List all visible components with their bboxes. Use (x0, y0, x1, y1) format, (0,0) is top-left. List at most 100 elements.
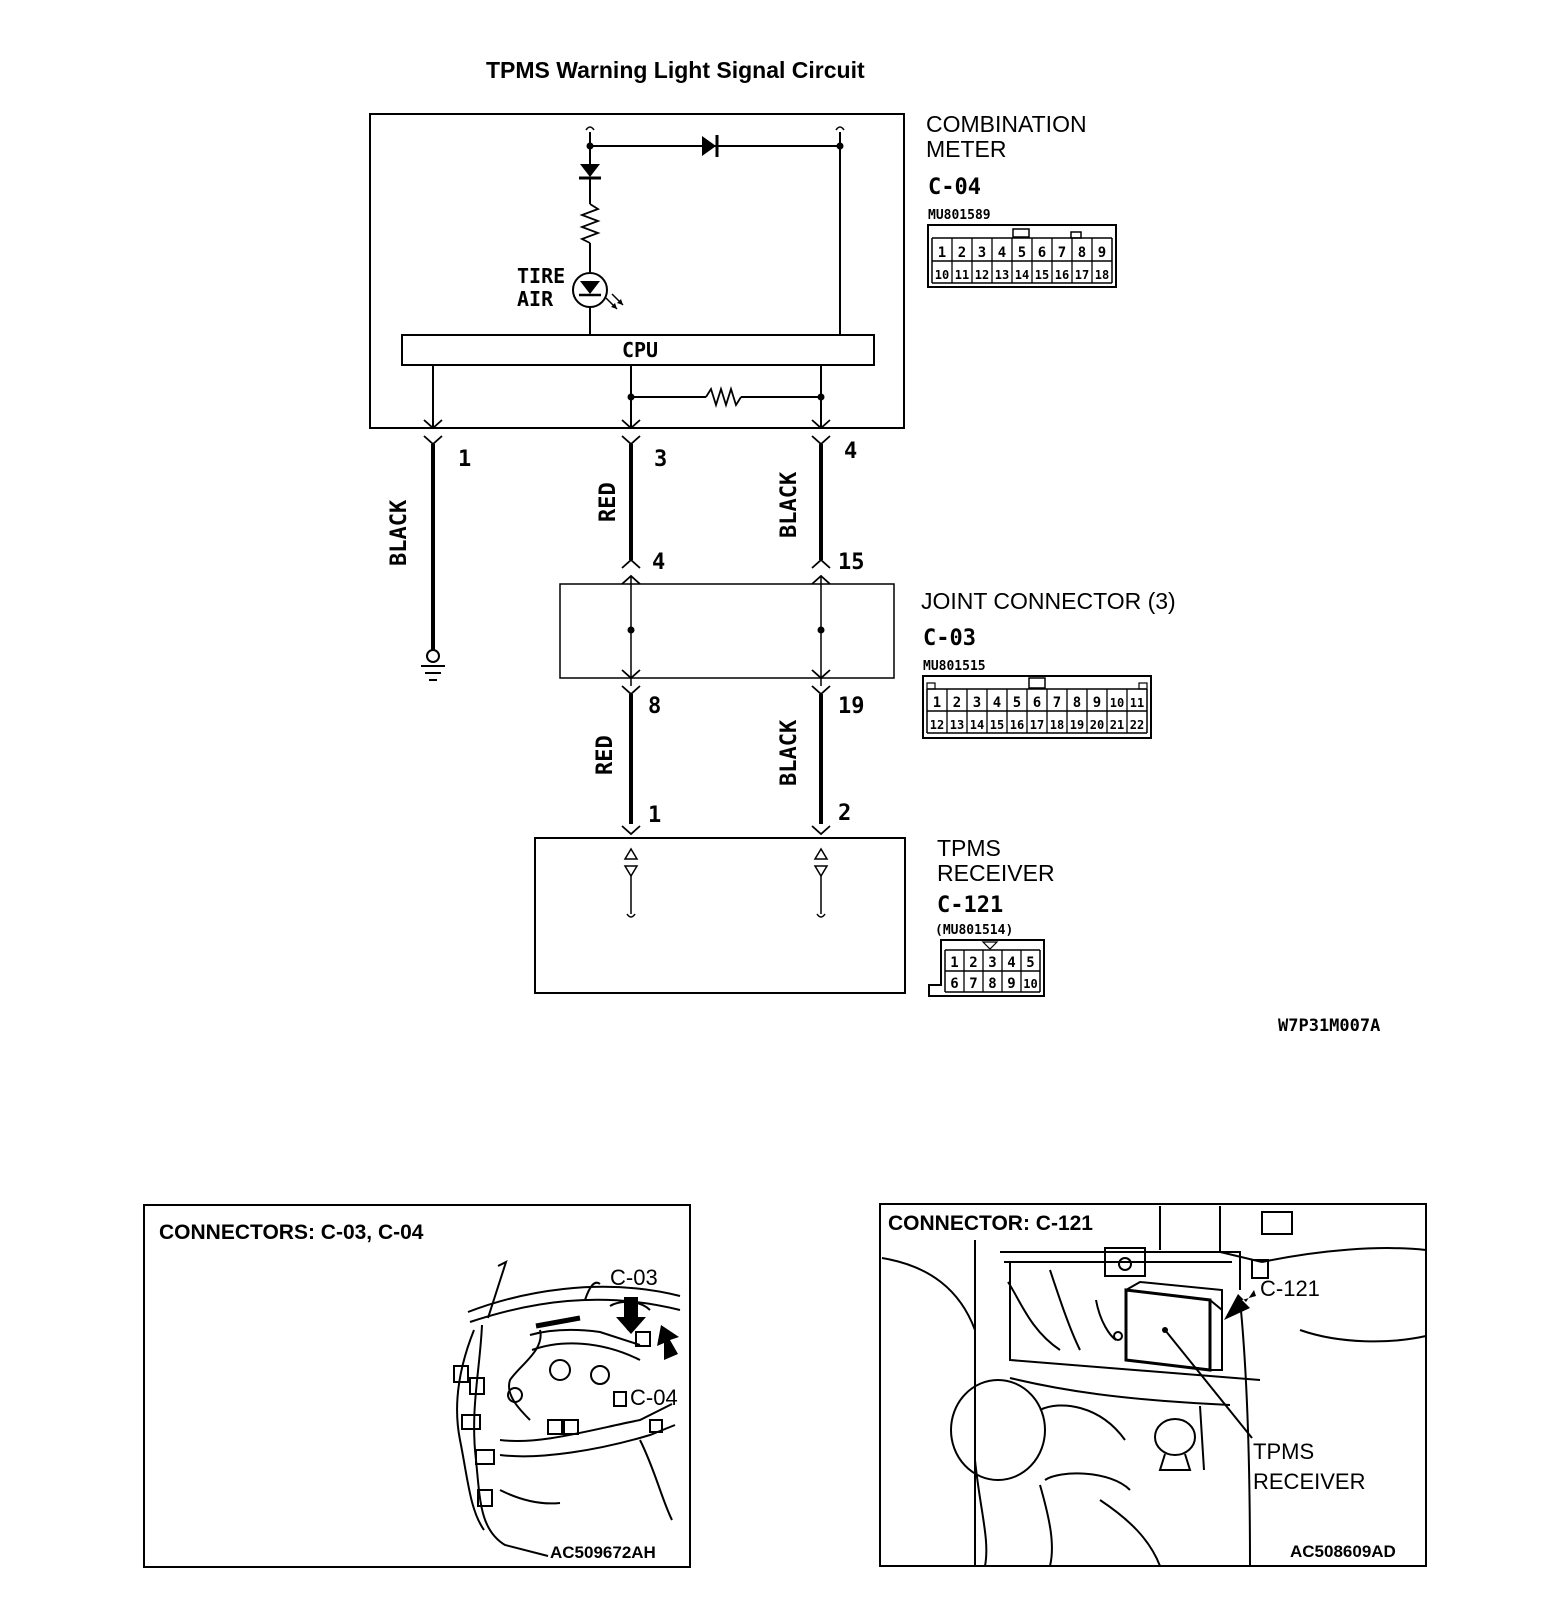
connector-pin-label: 5 (1018, 245, 1026, 261)
connector-pin-label: 8 (1073, 695, 1081, 711)
connector-pin-label: 14 (1015, 268, 1029, 282)
connector-pin-label: 5 (1013, 695, 1021, 711)
ground-icon (421, 649, 445, 681)
tpms-receiver (534, 825, 906, 994)
callout-c121: C-121 (1260, 1276, 1320, 1301)
leader-line (1164, 1329, 1253, 1439)
connector-pin-label: 18 (1095, 268, 1109, 282)
wire-color-black-2: BLACK (777, 471, 802, 538)
connector-id-c03: C-03 (923, 626, 976, 651)
part-no-c03: MU801515 (923, 659, 986, 674)
diode-icon (579, 164, 601, 180)
figure-code-right: AC508609AD (1290, 1542, 1396, 1561)
pin-label-jc-8: 8 (648, 694, 661, 719)
pin-label-rx-1: 1 (648, 803, 661, 828)
lamp-label-line1: TIRE (517, 264, 565, 288)
arrow-icon (616, 1297, 646, 1334)
connector-pin-label: 6 (1033, 695, 1041, 711)
pin-label-3: 3 (654, 447, 667, 472)
connector-pin-label: 9 (1093, 695, 1101, 711)
connector-pin-label: 13 (950, 718, 964, 732)
connector-pin-label: 6 (950, 976, 958, 992)
connector-pin-label: 22 (1130, 718, 1144, 732)
connector-pin-label: 10 (935, 268, 949, 282)
connector-pin-label: 10 (1110, 696, 1124, 710)
combination-meter: TIRE AIR CPU (369, 113, 905, 446)
wire-color-black-3: BLACK (777, 719, 802, 786)
connector-pin-label: 9 (1007, 976, 1015, 992)
diagram-code: W7P31M007A (1278, 1016, 1380, 1036)
connector-pin-label: 1 (933, 695, 941, 711)
connector-pin-label: 18 (1050, 718, 1064, 732)
connector-pin-label: 20 (1090, 718, 1104, 732)
connector-pin-label: 3 (988, 955, 996, 971)
diode-icon (702, 135, 719, 157)
connector-pin-label: 9 (1098, 245, 1106, 261)
callout-c03: C-03 (610, 1265, 658, 1290)
connector-pin-label: 7 (969, 976, 977, 992)
connector-pin-label: 21 (1110, 718, 1124, 732)
connector-pin-label: 14 (970, 718, 984, 732)
pin-label-4: 4 (844, 439, 857, 464)
pin-label-jc-4: 4 (652, 550, 665, 575)
connector-id-c04: C-04 (928, 175, 981, 200)
connector-pin-label: 7 (1058, 245, 1066, 261)
combination-meter-name-1: COMBINATION (926, 111, 1087, 137)
connector-pin-label: 4 (1007, 955, 1015, 971)
connector-pin-label: 1 (950, 955, 958, 971)
connector-pin-label: 5 (1026, 955, 1034, 971)
connector-pin-label: 16 (1010, 718, 1024, 732)
connector-pin-label: 19 (1070, 718, 1084, 732)
connector-pin-label: 8 (1078, 245, 1086, 261)
lamp-label-line2: AIR (517, 287, 554, 311)
resistor-icon (579, 203, 601, 244)
tpms-receiver-name-2: RECEIVER (937, 860, 1055, 886)
joint-connector-name: JOINT CONNECTOR (3) (921, 588, 1176, 614)
connector-pin-label: 10 (1023, 977, 1037, 991)
wire-color-red-1: RED (596, 482, 621, 522)
location-panel-title-right: CONNECTOR: C-121 (888, 1212, 1093, 1235)
pin-label-rx-2: 2 (838, 801, 851, 826)
location-panel-title-left: CONNECTORS: C-03, C-04 (159, 1221, 424, 1244)
connector-pin-label: 13 (995, 268, 1009, 282)
connector-pin-label: 6 (1038, 245, 1046, 261)
connector-pin-label: 4 (998, 245, 1006, 261)
connector-pin-label: 12 (975, 268, 989, 282)
connector-pin-label: 2 (958, 245, 966, 261)
connector-pin-label: 11 (1130, 696, 1144, 710)
cpu-label: CPU (622, 338, 658, 362)
receiver-label-line1: TPMS (1253, 1439, 1314, 1464)
tpms-receiver-box (534, 837, 906, 994)
connector-pin-label: 17 (1075, 268, 1089, 282)
wire-color-red-2: RED (593, 735, 618, 775)
page-title: TPMS Warning Light Signal Circuit (486, 57, 865, 83)
part-no-c04: MU801589 (928, 208, 991, 223)
joint-connector-box (559, 583, 895, 679)
connector-pin-label: 2 (969, 955, 977, 971)
connector-pin-label: 15 (990, 718, 1004, 732)
connector-pin-label: 12 (930, 718, 944, 732)
connector-pin-label: 2 (953, 695, 961, 711)
wire-color-black-1: BLACK (387, 499, 412, 566)
connector-pin-label: 1 (938, 245, 946, 261)
connector-pin-label: 11 (955, 268, 969, 282)
combination-meter-name-2: METER (926, 136, 1007, 162)
location-panel-c03-c04: CONNECTORS: C-03, C-04 (143, 1204, 691, 1568)
resistor-icon (705, 385, 742, 409)
connector-pin-label: 3 (978, 245, 986, 261)
connector-pin-label: 15 (1035, 268, 1049, 282)
connector-pin-label: 16 (1055, 268, 1069, 282)
warning-lamp-icon (572, 272, 624, 310)
pin-label-jc-19: 19 (838, 694, 865, 719)
cpu-block (401, 334, 875, 366)
receiver-label-line2: RECEIVER (1253, 1469, 1365, 1494)
pin-label-1: 1 (458, 447, 471, 472)
connector-pin-label: 3 (973, 695, 981, 711)
part-no-c121: (MU801514) (935, 923, 1013, 938)
connector-pin-label: 17 (1030, 718, 1044, 732)
pin-label-jc-15: 15 (838, 550, 865, 575)
